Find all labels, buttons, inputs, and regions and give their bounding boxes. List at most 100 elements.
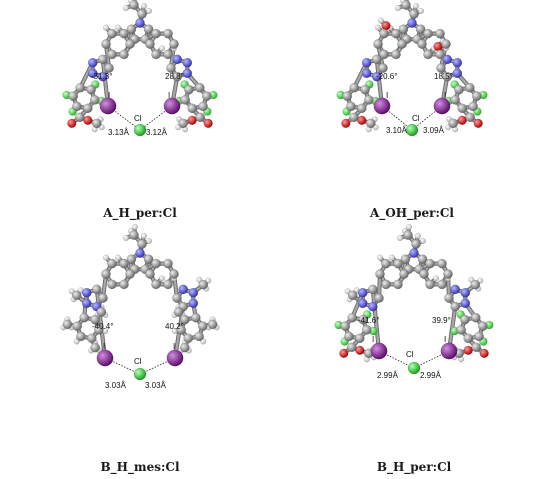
oxygen-atom bbox=[67, 118, 77, 128]
carbon-atom bbox=[344, 331, 354, 342]
hydrogen-atom bbox=[412, 3, 419, 9]
carbon-atom bbox=[119, 28, 129, 39]
carbon-atom bbox=[125, 269, 135, 279]
iodine-atom bbox=[163, 97, 181, 115]
iodine-label-left: I bbox=[386, 91, 388, 100]
carbon-atom bbox=[190, 312, 201, 323]
carbon-atom bbox=[415, 24, 426, 35]
carbon-atom bbox=[90, 342, 100, 353]
carbon-atom bbox=[460, 314, 470, 325]
carbon-atom bbox=[470, 279, 481, 290]
carbon-atom bbox=[347, 342, 357, 353]
carbon-atom bbox=[72, 321, 82, 331]
iodine-atom bbox=[96, 349, 114, 367]
hydrogen-atom bbox=[388, 254, 395, 261]
carbon-atom bbox=[378, 63, 388, 73]
iodine-label-right: I bbox=[444, 335, 446, 344]
carbon-atom bbox=[107, 258, 117, 269]
chloride-atom bbox=[133, 123, 147, 137]
carbon-atom bbox=[143, 254, 154, 265]
carbon-atom bbox=[194, 82, 205, 93]
carbon-atom bbox=[119, 279, 129, 290]
carbon-atom bbox=[471, 91, 482, 101]
bond-line bbox=[79, 61, 94, 89]
oxygen-atom bbox=[473, 118, 483, 128]
carbon-atom bbox=[194, 331, 204, 342]
carbon-atom bbox=[381, 279, 391, 290]
carbon-atom bbox=[172, 71, 182, 82]
nitrogen-atom bbox=[135, 248, 145, 258]
carbon-atom bbox=[98, 54, 108, 65]
nitrogen-atom bbox=[357, 298, 368, 309]
distance-right: 3.12Å bbox=[146, 128, 168, 137]
carbon-atom bbox=[62, 319, 73, 330]
carbon-atom bbox=[201, 91, 212, 101]
hydrogen-atom bbox=[394, 4, 401, 11]
carbon-atom bbox=[207, 319, 218, 330]
carbon-atom bbox=[409, 9, 419, 19]
carbon-atom bbox=[163, 279, 173, 290]
carbon-atom bbox=[474, 331, 484, 342]
carbon-atom bbox=[454, 84, 464, 95]
hydrogen-atom bbox=[145, 237, 152, 244]
nitrogen-atom bbox=[188, 298, 199, 309]
carbon-atom bbox=[465, 112, 475, 123]
carbon-atom bbox=[425, 258, 435, 269]
hydrogen-atom bbox=[377, 17, 384, 24]
nitrogen-atom bbox=[452, 57, 463, 68]
carbon-atom bbox=[342, 91, 352, 101]
hydrogen-atom bbox=[432, 275, 439, 282]
nitrogen-atom bbox=[372, 71, 382, 82]
carbon-atom bbox=[400, 254, 411, 265]
carbon-atom bbox=[180, 314, 190, 325]
oxygen-atom bbox=[381, 21, 391, 31]
nitrogen-atom bbox=[409, 248, 419, 258]
bond-line bbox=[371, 288, 381, 353]
chloride-label: Cl bbox=[406, 350, 414, 359]
iodine-atom bbox=[433, 97, 451, 115]
carbon-atom bbox=[425, 279, 435, 290]
hydrogen-atom bbox=[396, 234, 403, 241]
nitrogen-atom bbox=[135, 18, 145, 28]
iodine-label-left: I bbox=[108, 91, 110, 100]
carbon-atom bbox=[437, 258, 447, 269]
panel-a-h: -31.3° 28.8° I I Cl 3.13Å 3.12Å A_H_per:… bbox=[62, 0, 218, 221]
carbon-atom bbox=[195, 112, 205, 123]
panel-a-oh: -20.6° 18.5° I I Cl 3.10Å 3.09Å A_OH_per… bbox=[336, 0, 488, 221]
carbon-atom bbox=[98, 293, 108, 303]
carbon-atom bbox=[357, 103, 367, 114]
carbon-atom bbox=[107, 49, 117, 60]
panel-caption: B_H_per:Cl bbox=[377, 460, 452, 475]
carbon-atom bbox=[151, 28, 161, 39]
carbon-atom bbox=[198, 279, 209, 290]
nitrogen-atom bbox=[188, 287, 199, 298]
carbon-atom bbox=[173, 307, 184, 317]
hydrogen-atom bbox=[102, 254, 109, 261]
carbon-atom bbox=[137, 9, 147, 19]
carbon-atom bbox=[437, 279, 447, 290]
carbon-atom bbox=[355, 333, 365, 344]
hydrogen-atom bbox=[73, 338, 80, 345]
oxygen-atom bbox=[433, 41, 443, 52]
carbon-atom bbox=[143, 24, 154, 35]
carbon-atom bbox=[442, 71, 452, 82]
carbon-atom bbox=[364, 95, 374, 105]
iodine-atom bbox=[370, 342, 388, 360]
atoms bbox=[334, 224, 494, 375]
nitrogen-atom bbox=[87, 57, 98, 68]
atoms bbox=[60, 224, 220, 381]
carbon-atom bbox=[101, 269, 111, 279]
carbon-atom bbox=[163, 258, 173, 269]
oxygen-atom bbox=[341, 118, 351, 128]
carbon-atom bbox=[101, 39, 111, 49]
iodine-label-right: I bbox=[168, 91, 170, 100]
carbon-atom bbox=[397, 39, 407, 49]
carbon-atom bbox=[443, 269, 453, 279]
carbon-atom bbox=[375, 269, 385, 279]
hydrogen-atom bbox=[158, 275, 165, 282]
carbon-atom bbox=[398, 24, 409, 35]
chloride-atom bbox=[133, 367, 147, 381]
carbon-atom bbox=[176, 325, 186, 335]
carbon-atom bbox=[391, 28, 401, 39]
distance-left: 2.99Å bbox=[377, 371, 399, 380]
